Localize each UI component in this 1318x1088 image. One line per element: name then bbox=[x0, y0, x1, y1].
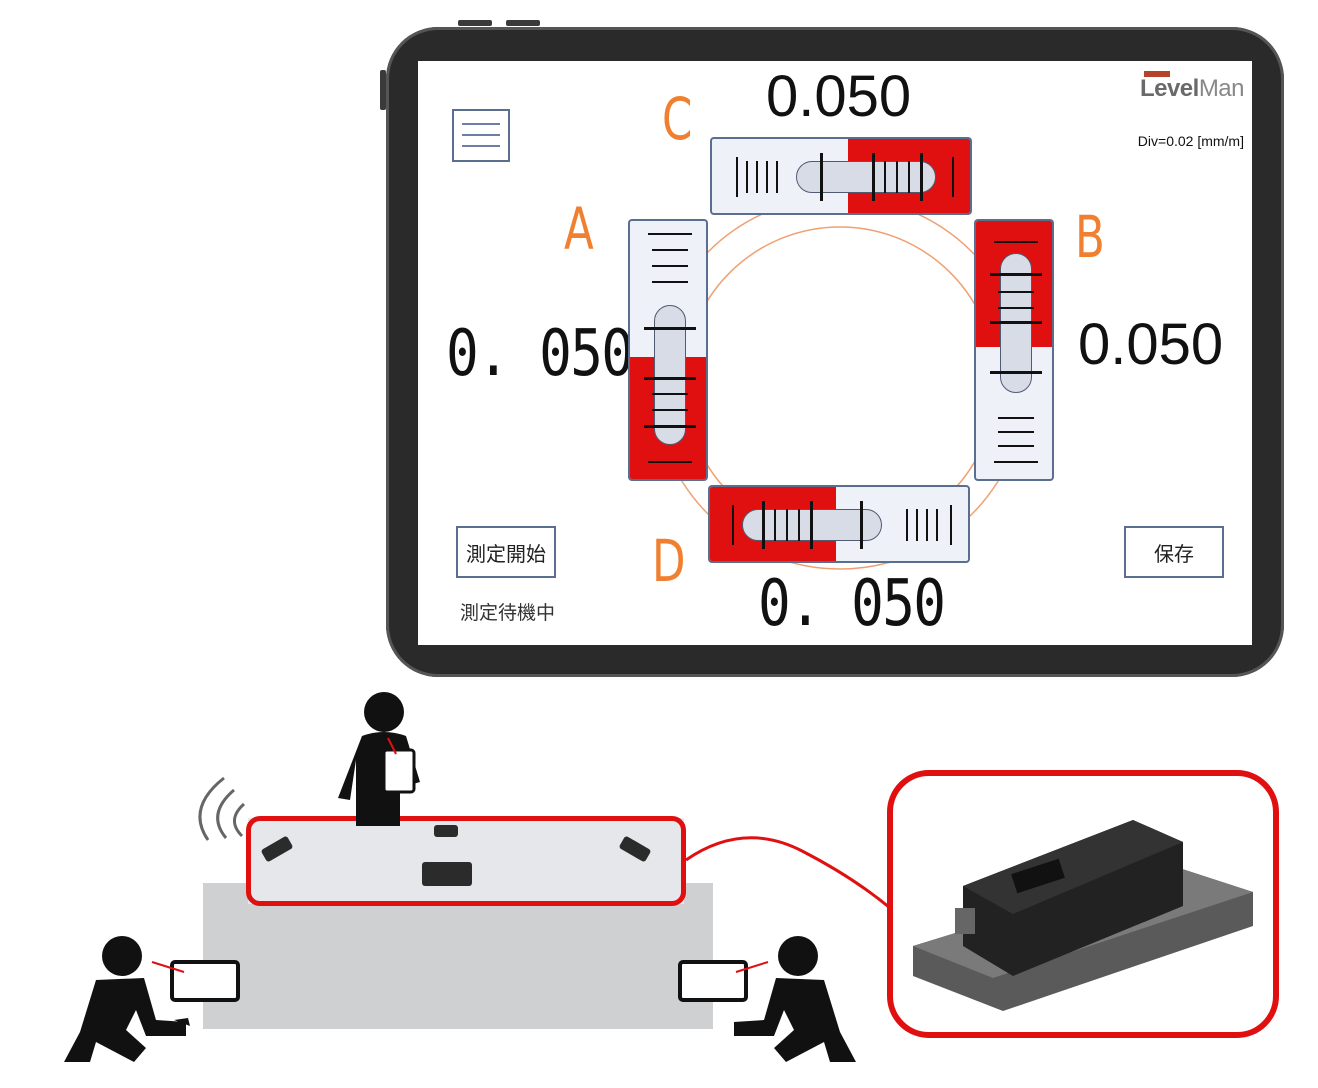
tablet-volume-button bbox=[458, 20, 492, 26]
machine-base-top bbox=[248, 818, 684, 904]
save-button[interactable]: 保存 bbox=[1124, 526, 1224, 578]
vial-a bbox=[628, 219, 708, 481]
tablet-volume-button bbox=[506, 20, 540, 26]
app-logo: LevelMan bbox=[1139, 71, 1245, 103]
vial-d bbox=[708, 485, 970, 563]
vial-b bbox=[974, 219, 1054, 481]
logo-suffix: Man bbox=[1198, 75, 1245, 102]
hamburger-menu-icon-line bbox=[462, 134, 500, 136]
logo-mark bbox=[1143, 71, 1170, 77]
app-screen: LevelMan Div=0.02 [mm/m] C A B D 0.050 0… bbox=[418, 61, 1252, 645]
level-sensor bbox=[422, 862, 472, 886]
vial-c bbox=[710, 137, 972, 215]
division-label: Div=0.02 [mm/m] bbox=[1137, 133, 1244, 149]
callout-connector bbox=[685, 836, 891, 910]
vial-c-reading: 0.050 bbox=[766, 64, 912, 129]
measurement-status: 測定待機中 bbox=[460, 602, 556, 624]
machine-base-side bbox=[203, 883, 713, 1029]
vial-a-reading: 0. 050 bbox=[446, 317, 634, 391]
menu-button[interactable] bbox=[452, 109, 510, 162]
sensor-highlight-frame bbox=[246, 816, 686, 906]
kneeling-operator-right-icon bbox=[678, 936, 856, 1062]
wireless-digital-level-photo bbox=[913, 820, 1253, 1011]
tablet-power-button bbox=[380, 70, 386, 110]
vial-d-letter: D bbox=[652, 527, 686, 595]
vial-c-bubble bbox=[796, 161, 936, 193]
level-sensor bbox=[434, 825, 458, 837]
vial-d-reading: 0. 050 bbox=[758, 567, 946, 641]
hamburger-menu-icon bbox=[462, 123, 500, 125]
vial-a-bubble bbox=[654, 305, 686, 445]
standing-operator-icon bbox=[338, 692, 420, 826]
logo-prefix: Level bbox=[1139, 75, 1199, 102]
start-measurement-button[interactable]: 測定開始 bbox=[456, 526, 556, 578]
wireless-signal-icon bbox=[198, 776, 246, 841]
product-callout bbox=[887, 770, 1279, 1038]
vial-b-letter: B bbox=[1075, 203, 1105, 271]
hamburger-menu-icon-line bbox=[462, 145, 500, 147]
vial-a-letter: A bbox=[564, 195, 594, 263]
kneeling-operator-left-icon bbox=[64, 936, 240, 1062]
vial-b-reading: 0.050 bbox=[1078, 312, 1224, 377]
vial-c-letter: C bbox=[662, 85, 693, 153]
